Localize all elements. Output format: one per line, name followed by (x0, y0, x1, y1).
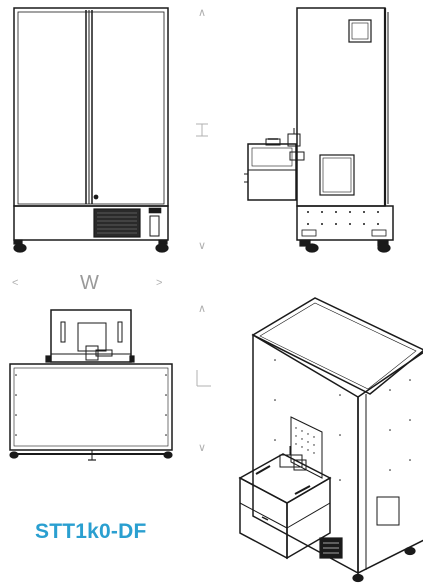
width-arrow-right-icon: > (156, 277, 163, 289)
model-name: STT1k0-DF (35, 520, 147, 543)
isometric-view (238, 297, 423, 583)
width-arrow-left-icon: < (12, 277, 19, 289)
front-view (13, 7, 169, 253)
length-arrow-up-icon: ∧ (198, 303, 207, 315)
height-arrow-up-icon: ∧ (198, 7, 207, 19)
height-arrow-down-icon: ∨ (198, 240, 207, 252)
side-view (244, 7, 394, 253)
top-view (9, 309, 173, 461)
width-label: W (80, 272, 99, 294)
dimension-ticks (196, 123, 211, 387)
length-arrow-down-icon: ∨ (198, 442, 207, 454)
